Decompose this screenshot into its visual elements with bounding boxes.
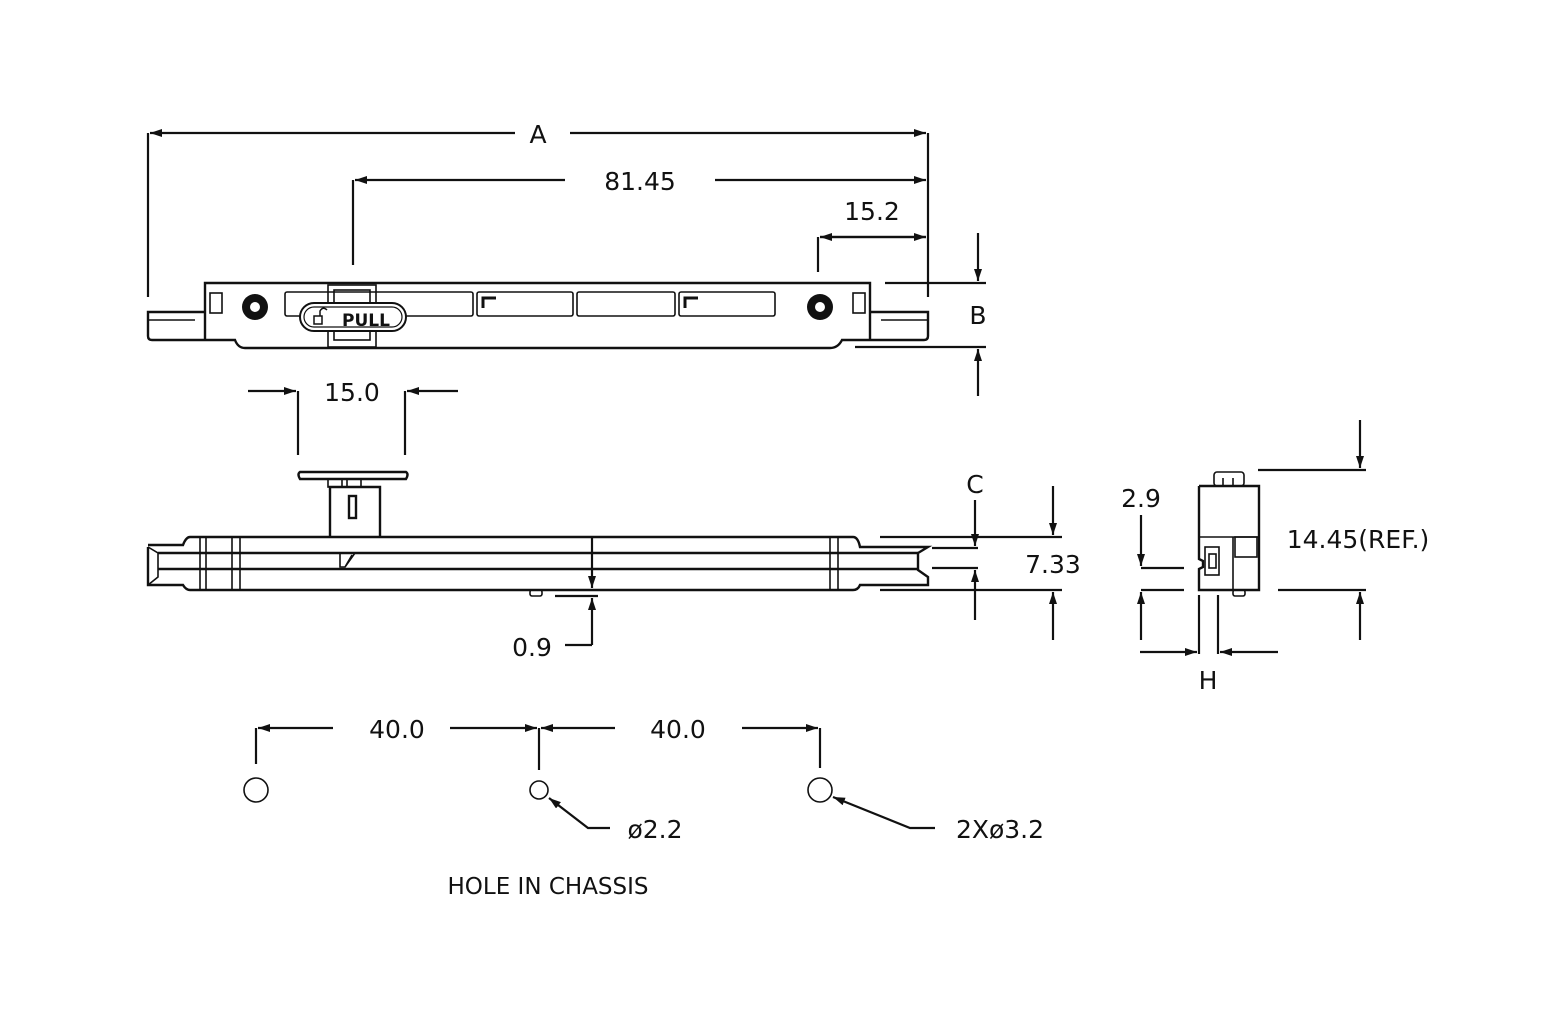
svg-text:40.0: 40.0	[369, 715, 425, 744]
dimension-end-offset: 15.2	[816, 197, 926, 272]
svg-text:0.9: 0.9	[512, 633, 552, 662]
dimension-h: H	[1140, 595, 1278, 695]
dimension-knob-width: 15.0	[248, 378, 458, 455]
chassis-hole-right	[807, 777, 833, 803]
svg-text:C: C	[966, 470, 983, 499]
dimension-c: C	[880, 470, 1062, 620]
svg-text:H: H	[1199, 666, 1218, 695]
svg-text:15.2: 15.2	[844, 197, 900, 226]
hole-caption: HOLE IN CHASSIS	[447, 874, 648, 900]
dimension-b: B	[855, 233, 987, 396]
dimension-lug: 0.9	[512, 537, 598, 662]
svg-text:B: B	[969, 301, 986, 330]
svg-text:40.0: 40.0	[650, 715, 706, 744]
svg-text:A: A	[529, 120, 546, 149]
pull-label: PULL	[342, 311, 390, 331]
svg-text:2.9: 2.9	[1121, 484, 1161, 513]
dimension-side-height: 7.33	[1025, 486, 1081, 640]
svg-text:15.0: 15.0	[324, 378, 380, 407]
svg-text:2Xø3.2: 2Xø3.2	[956, 815, 1044, 844]
svg-text:14.45(REF.): 14.45(REF.)	[1287, 525, 1430, 554]
dimension-total-height: 14.45(REF.)	[1258, 420, 1429, 640]
svg-text:ø2.2: ø2.2	[627, 815, 682, 844]
hole-pattern: 40.0 40.0 ø2.2 2Xø3.2 HOLE IN CHASSIS	[243, 715, 1044, 900]
svg-text:7.33: 7.33	[1025, 550, 1081, 579]
end-view	[1197, 471, 1261, 597]
dimension-pitch: 81.45	[351, 167, 926, 265]
unlock-icon	[313, 307, 328, 325]
side-view	[146, 470, 933, 597]
dimension-a: A	[146, 120, 930, 297]
chassis-hole-left	[243, 777, 269, 803]
dimension-end-height: 2.9	[1121, 484, 1184, 640]
top-view: PULL	[146, 281, 930, 350]
svg-text:81.45: 81.45	[604, 167, 676, 196]
chassis-hole-center	[529, 780, 549, 800]
